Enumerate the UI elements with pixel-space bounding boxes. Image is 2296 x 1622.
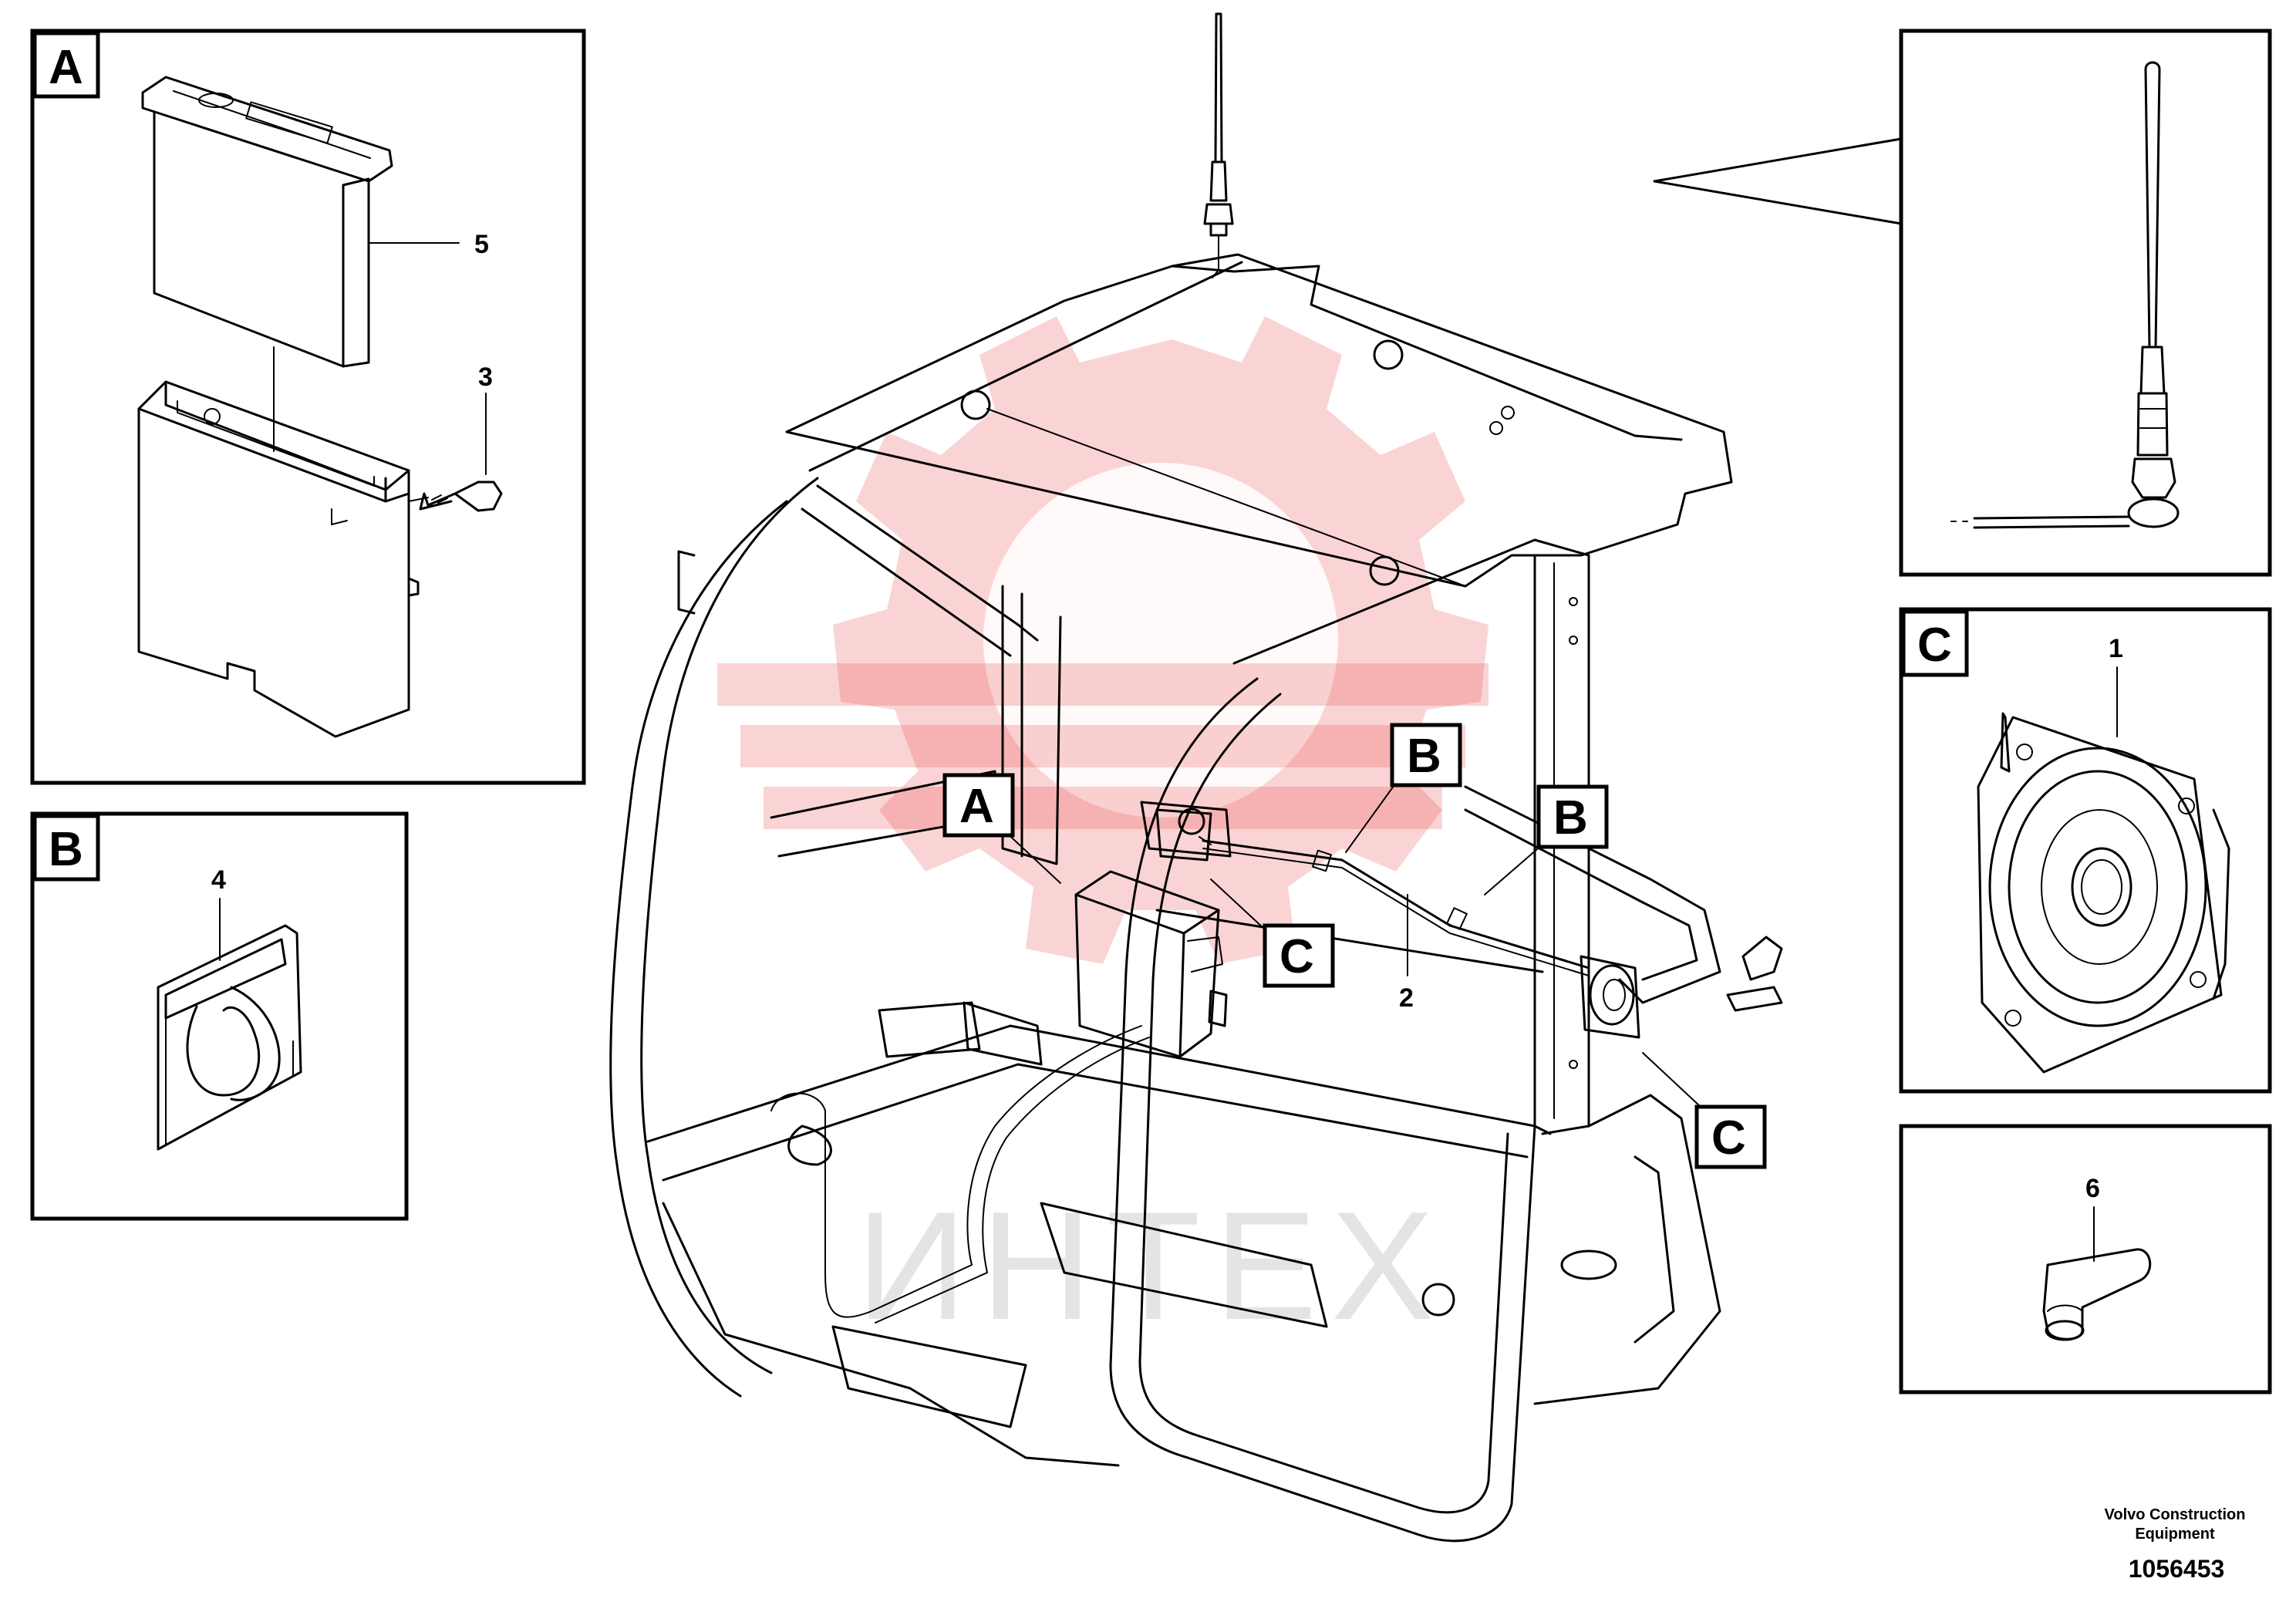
main-callout-c2: C bbox=[1642, 1052, 1767, 1169]
radio-unit bbox=[141, 76, 393, 368]
detail-box-b-label: B bbox=[49, 823, 83, 876]
cable-clip-icon bbox=[157, 924, 302, 1151]
part-number-5: 5 bbox=[474, 230, 489, 259]
part-number-2: 2 bbox=[1399, 983, 1414, 1013]
detail-box-a-label: A bbox=[49, 41, 83, 94]
wiring-harness bbox=[770, 1025, 1142, 1318]
main-callout-a: A bbox=[942, 773, 1061, 884]
watermark-gear-logo bbox=[717, 316, 1489, 964]
detail-box-c: C 1 bbox=[1899, 607, 2272, 1094]
speaker-icon bbox=[1977, 712, 2230, 1074]
part-number-3: 3 bbox=[478, 363, 493, 392]
plug-icon bbox=[2042, 1248, 2152, 1341]
manufacturer-line2: Equipment bbox=[2135, 1526, 2215, 1543]
detail-box-c-label: C bbox=[1917, 619, 1952, 672]
manufacturer-line1: Volvo Construction bbox=[2105, 1506, 2246, 1523]
roof-antenna-icon bbox=[1203, 12, 1234, 278]
radio-housing bbox=[137, 380, 420, 738]
main-callout-c1-label: C bbox=[1279, 930, 1314, 983]
installed-radio bbox=[1074, 870, 1223, 1058]
watermark-text: ИНТЕХ bbox=[856, 1180, 1448, 1352]
drawing-number: 1056453 bbox=[2129, 1555, 2225, 1583]
part-number-1: 1 bbox=[2109, 634, 2123, 663]
detail-box-b: B 4 bbox=[30, 811, 409, 1221]
cab-assembly: 2 bbox=[609, 12, 1783, 1543]
part-number-6: 6 bbox=[2085, 1174, 2100, 1203]
main-callout-b1: B bbox=[1345, 723, 1462, 853]
detail-box-a: A 5 3 bbox=[30, 29, 586, 785]
main-callout-b1-label: B bbox=[1407, 730, 1441, 783]
main-callout-c1: C bbox=[1210, 878, 1335, 988]
footer-block: Volvo Construction Equipment 1056453 bbox=[2105, 1506, 2246, 1583]
detail-box-antenna bbox=[1653, 29, 2272, 577]
installed-speaker bbox=[1580, 955, 1640, 1039]
main-callout-b2-label: B bbox=[1553, 791, 1588, 845]
part-number-4: 4 bbox=[211, 865, 226, 895]
antenna-icon bbox=[1950, 61, 2180, 529]
main-callout-b2: B bbox=[1484, 784, 1609, 895]
detail-box-plug: 6 bbox=[1899, 1124, 2272, 1394]
antenna-callout-pointer bbox=[1653, 137, 1903, 225]
screw-icon bbox=[419, 481, 503, 512]
main-callout-c2-label: C bbox=[1711, 1111, 1746, 1165]
speaker-cable bbox=[1202, 839, 1590, 969]
main-callout-a-label: A bbox=[959, 780, 994, 833]
